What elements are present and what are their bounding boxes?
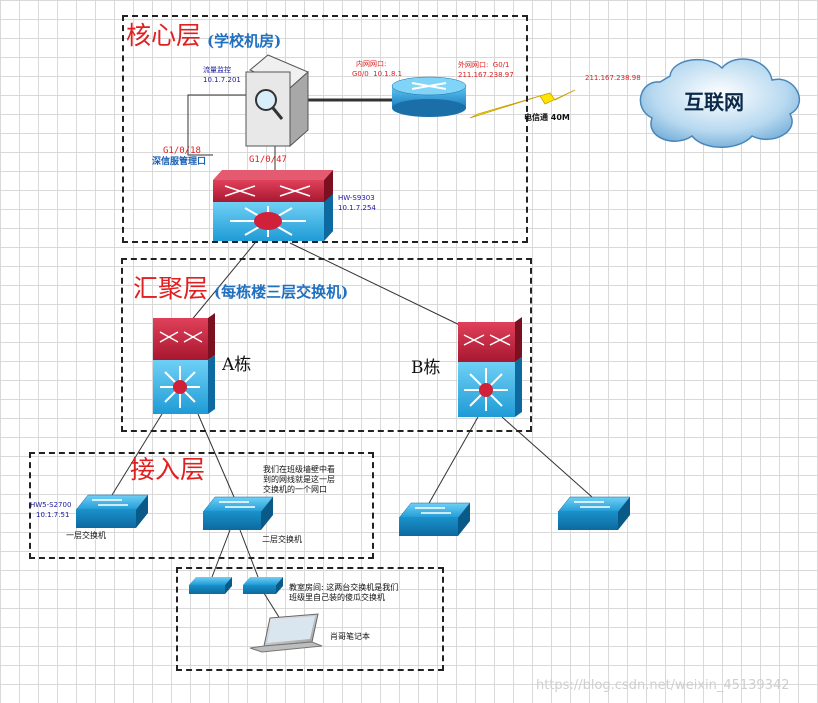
access-layer-title: 接入层 xyxy=(130,455,206,484)
aggregation-layer-subtitle: (每栋楼三层交换机) xyxy=(214,283,349,301)
outer-port-label: 外网网口: G0/1 xyxy=(458,61,510,69)
flow-monitor-name: 流量监控 xyxy=(203,66,231,74)
core-switch-s9303[interactable] xyxy=(213,170,333,241)
aggregation-layer-zone xyxy=(121,258,532,432)
link-core-b xyxy=(289,242,471,331)
link-core-a xyxy=(189,242,256,323)
classroom-note: 教室房间: 这两台交换机是我们 班级里自己装的傻瓜交换机 xyxy=(289,583,399,602)
laptop-icon[interactable] xyxy=(249,613,323,653)
link-a-sw2 xyxy=(197,413,235,498)
access-switch-b2[interactable] xyxy=(557,496,631,530)
access-switch-model: HW5-S2700 xyxy=(30,501,72,509)
core-switch-port-label: G1/0/47 xyxy=(249,155,287,165)
classroom-switch-2[interactable] xyxy=(243,577,283,594)
core-layer-zone xyxy=(122,15,528,243)
classroom-zone xyxy=(176,567,444,671)
flow-monitor-ip: 10.1.7.201 xyxy=(203,76,241,84)
access-layer-note: 我们在班级墙壁中看 到的网线就是这一层 交换机的一个网口 xyxy=(263,465,335,494)
aggregation-layer-title: 汇聚层 xyxy=(133,274,209,303)
building-b-l3-switch[interactable] xyxy=(458,317,522,417)
sangfor-port-label: G1/0/18 xyxy=(163,146,201,156)
building-a-l3-switch[interactable] xyxy=(153,313,215,414)
outer-port-ip: 211.167.238.97 xyxy=(458,71,514,79)
core-switch-model: HW-S9303 xyxy=(338,194,375,202)
classroom-switch-1[interactable] xyxy=(189,577,232,594)
access-switch-ip: 10.1.7.51 xyxy=(36,511,70,519)
link-cls2-laptop xyxy=(261,589,283,623)
sangfor-mgmt-label: 深信服管理口 xyxy=(152,157,207,167)
laptop-label: 肖哥笔记本 xyxy=(330,632,370,641)
inner-port-label: 内网网口: xyxy=(356,60,387,68)
access-switch-floor1[interactable] xyxy=(75,494,149,528)
wan-link-speed: 电信通 40M xyxy=(524,113,570,122)
core-switch-ip: 10.1.7.254 xyxy=(338,204,376,212)
edge-router[interactable] xyxy=(391,76,467,117)
building-a-label: A栋 xyxy=(222,355,252,375)
internet-side-ip: 211.167.238.98 xyxy=(585,74,641,82)
links xyxy=(111,94,593,623)
access-switch-b1[interactable] xyxy=(398,502,471,536)
internet-cloud-label: 互联网 xyxy=(684,90,744,114)
inner-port-ip: G0/0 10.1.8.1 xyxy=(352,70,403,78)
link-monitor-sangfor xyxy=(187,94,250,156)
link-a-sw1 xyxy=(111,413,163,496)
access-layer-zone xyxy=(29,452,374,559)
building-b-label: B栋 xyxy=(411,358,441,378)
core-layer-title: 核心层 xyxy=(126,21,202,50)
internet-cloud xyxy=(639,58,801,148)
floor1-switch-label: 一层交换机 xyxy=(66,531,106,540)
access-switch-floor2[interactable] xyxy=(202,496,274,530)
link-sw2-cls1 xyxy=(211,529,231,578)
link-sw2-cls2 xyxy=(239,529,259,578)
watermark: https://blog.csdn.net/weixin_45139342 xyxy=(536,678,790,693)
lightning-bolt-icon xyxy=(469,89,576,119)
flow-monitor-device[interactable] xyxy=(245,54,309,148)
floor2-switch-label: 二层交换机 xyxy=(262,535,302,544)
core-layer-subtitle: (学校机房) xyxy=(207,32,282,50)
